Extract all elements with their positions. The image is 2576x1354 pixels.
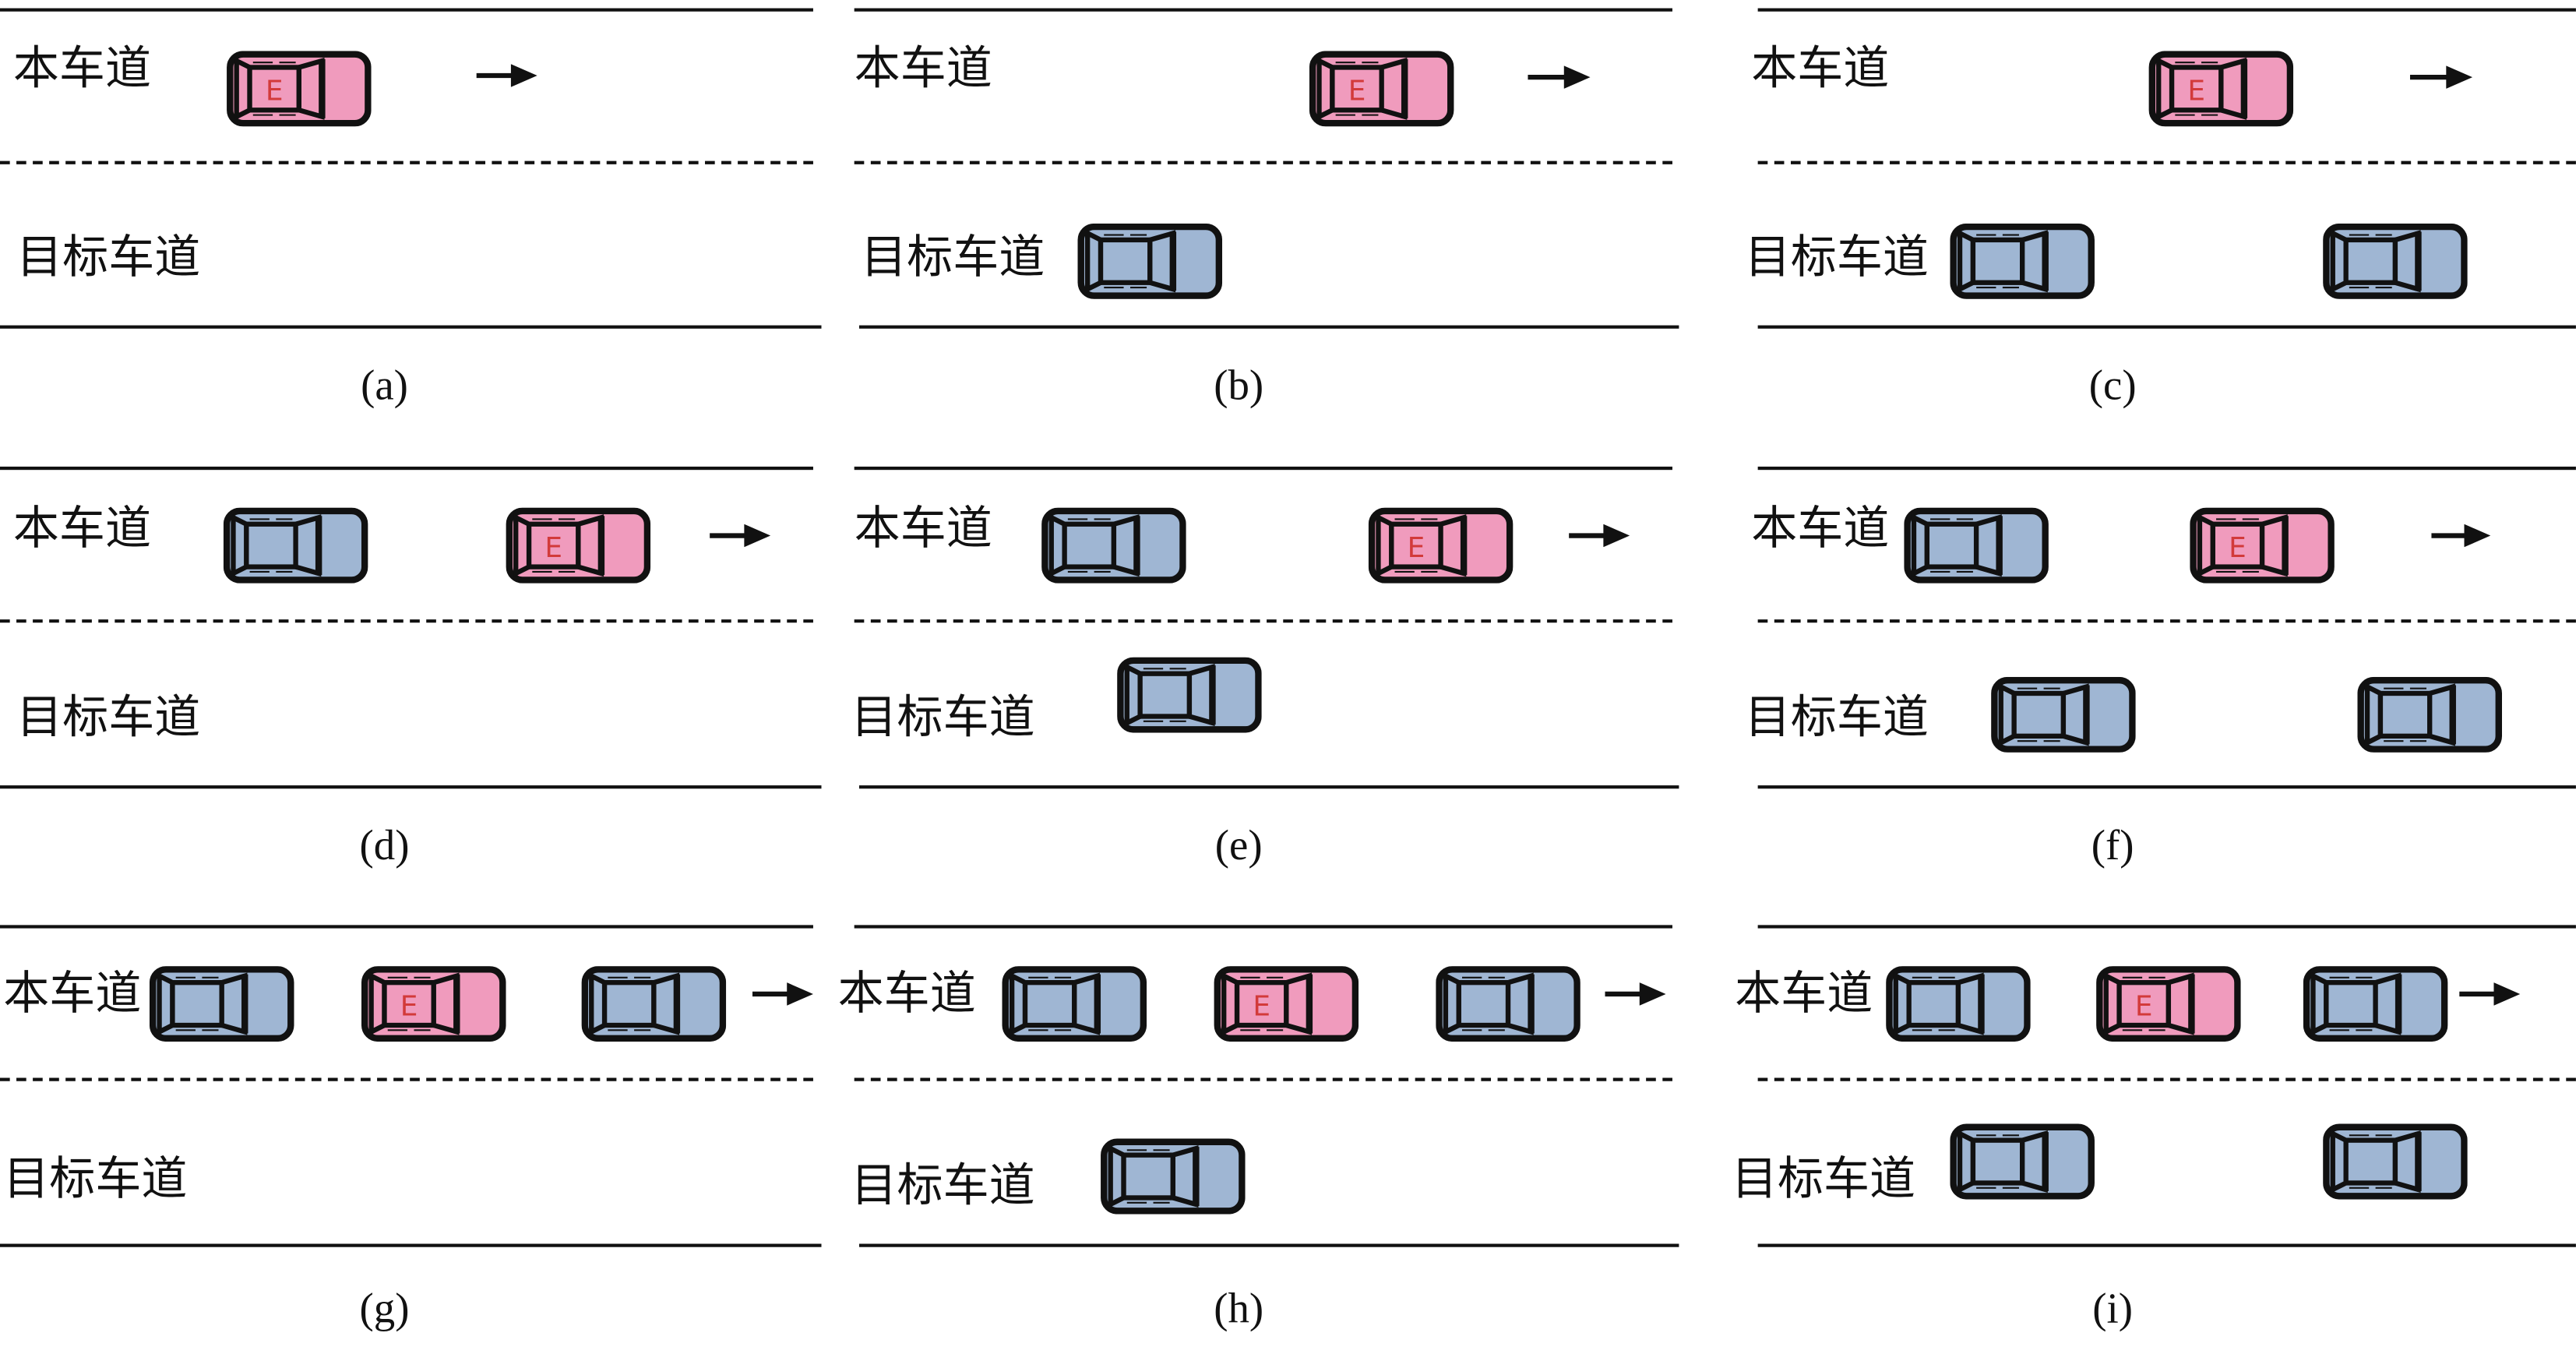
ego-vehicle-icon: E: [2096, 966, 2241, 1042]
road-edge-bottom: [1757, 325, 2576, 329]
road-edge-top: [1757, 466, 2576, 471]
road-edge-bottom: [1757, 785, 2576, 789]
lane-divider-dashed: [1757, 160, 2576, 164]
other-vehicle-icon: [2357, 676, 2503, 753]
other-vehicle-icon: [1436, 966, 1580, 1042]
ego-letter: E: [544, 532, 562, 564]
target-lane-label: 目标车道: [16, 689, 201, 745]
ego-letter: E: [1408, 532, 1425, 564]
road-edge-bottom: [859, 1243, 1679, 1247]
lane-divider-dashed: [1757, 619, 2576, 623]
target-lane-label: 目标车道: [1744, 230, 1929, 284]
direction-arrow-icon: [476, 64, 537, 87]
ego-vehicle-icon: E: [227, 51, 372, 127]
lane-divider-dashed: [1757, 1077, 2576, 1081]
direction-arrow-icon: [2459, 982, 2521, 1006]
lane-divider-dashed: [854, 1077, 1672, 1081]
other-vehicle-icon: [1117, 657, 1262, 733]
other-vehicle-icon: [1041, 507, 1186, 584]
own-lane-label: 本车道: [837, 966, 976, 1021]
direction-arrow-icon: [710, 524, 771, 548]
ego-vehicle-icon: E: [2148, 51, 2294, 127]
other-vehicle-icon: [1077, 223, 1223, 299]
panel-caption: (f): [2091, 821, 2134, 869]
ego-letter: E: [1253, 990, 1270, 1022]
panel-caption: (b): [1214, 361, 1264, 410]
road-edge-bottom: [0, 785, 822, 789]
target-lane-label: 目标车道: [851, 689, 1035, 745]
panel-caption: (i): [2092, 1285, 2134, 1333]
road-edge-bottom: [0, 1243, 822, 1247]
road-edge-top: [854, 466, 1672, 471]
target-lane-label: 目标车道: [1744, 689, 1929, 745]
direction-arrow-icon: [2409, 65, 2473, 89]
other-vehicle-icon: [1886, 966, 2031, 1042]
panel-caption: (a): [361, 361, 408, 410]
road-edge-top: [1757, 8, 2576, 12]
other-vehicle-icon: [1991, 676, 2136, 753]
own-lane-label: 本车道: [854, 501, 992, 555]
road-edge-top: [1757, 925, 2576, 929]
direction-arrow-icon: [752, 982, 813, 1006]
road-edge-bottom: [859, 325, 1679, 329]
direction-arrow-icon: [1605, 982, 1666, 1006]
target-lane-label: 目标车道: [851, 1158, 1035, 1213]
ego-letter: E: [2229, 532, 2247, 564]
other-vehicle-icon: [1002, 966, 1147, 1042]
own-lane-label: 本车道: [3, 966, 142, 1021]
road-edge-top: [854, 925, 1672, 929]
lane-divider-dashed: [0, 1077, 813, 1081]
ego-letter: E: [1348, 76, 1366, 108]
other-vehicle-icon: [1904, 507, 2049, 584]
target-lane-label: 目标车道: [1731, 1151, 1916, 1207]
lane-divider-dashed: [0, 160, 813, 164]
target-lane-label: 目标车道: [16, 230, 201, 284]
target-lane-label: 目标车道: [861, 230, 1045, 284]
road-edge-top: [854, 8, 1672, 12]
road-edge-top: [0, 8, 813, 12]
ego-letter: E: [266, 76, 284, 108]
other-vehicle-icon: [2303, 966, 2448, 1042]
panel-caption: (c): [2088, 361, 2137, 410]
road-edge-bottom: [1757, 1243, 2576, 1247]
own-lane-label: 本车道: [1751, 501, 1890, 555]
road-edge-top: [0, 466, 813, 471]
panel-caption: (g): [359, 1285, 410, 1333]
panel-caption: (d): [359, 821, 410, 869]
own-lane-label: 本车道: [1735, 966, 1873, 1021]
road-edge-bottom: [859, 785, 1679, 789]
own-lane-label: 本车道: [12, 41, 152, 96]
lane-divider-dashed: [0, 619, 813, 623]
ego-letter: E: [2135, 990, 2153, 1022]
panel-caption: (h): [1214, 1285, 1264, 1333]
other-vehicle-icon: [2323, 1123, 2468, 1200]
road-edge-top: [0, 925, 813, 929]
own-lane-label: 本车道: [1751, 41, 1890, 96]
ego-vehicle-icon: E: [1214, 966, 1359, 1042]
panel-caption: (e): [1214, 821, 1263, 869]
target-lane-label: 目标车道: [3, 1151, 188, 1207]
ego-letter: E: [400, 990, 418, 1022]
other-vehicle-icon: [1950, 223, 2095, 299]
other-vehicle-icon: [1101, 1138, 1246, 1215]
direction-arrow-icon: [1569, 524, 1630, 548]
lane-divider-dashed: [854, 619, 1672, 623]
other-vehicle-icon: [2323, 223, 2468, 299]
lane-divider-dashed: [854, 160, 1672, 164]
other-vehicle-icon: [149, 966, 294, 1042]
ego-vehicle-icon: E: [506, 507, 651, 584]
ego-vehicle-icon: E: [1368, 507, 1514, 584]
direction-arrow-icon: [1528, 65, 1591, 89]
other-vehicle-icon: [581, 966, 727, 1042]
ego-letter: E: [2187, 76, 2205, 108]
other-vehicle-icon: [1950, 1123, 2095, 1200]
ego-vehicle-icon: E: [1309, 51, 1454, 127]
ego-vehicle-icon: E: [361, 966, 506, 1042]
direction-arrow-icon: [2431, 524, 2491, 548]
road-edge-bottom: [0, 325, 822, 329]
ego-vehicle-icon: E: [2190, 507, 2335, 584]
own-lane-label: 本车道: [12, 501, 152, 555]
other-vehicle-icon: [223, 507, 368, 584]
own-lane-label: 本车道: [854, 41, 992, 96]
